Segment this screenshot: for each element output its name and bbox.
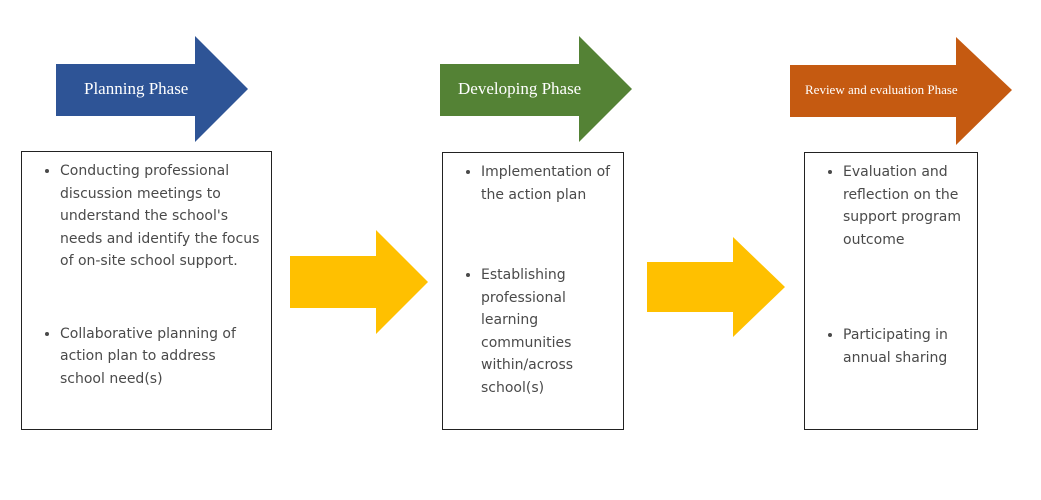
developing-phase-arrow: Developing Phase [440, 36, 632, 144]
review-item-1: Evaluation and reflection on the support… [843, 161, 969, 251]
review-phase-title: Review and evaluation Phase [805, 82, 958, 97]
planning-phase-box: Conducting professional discussion meeti… [21, 151, 272, 430]
planning-phase-title: Planning Phase [84, 79, 189, 98]
developing-phase-list: Implementation of the action plan Establ… [443, 161, 615, 399]
planning-phase-arrow: Planning Phase [56, 36, 248, 144]
review-phase-list: Evaluation and reflection on the support… [805, 161, 969, 369]
developing-phase-arrow-shape [440, 36, 632, 142]
developing-phase-box: Implementation of the action plan Establ… [442, 152, 624, 430]
developing-item-1: Implementation of the action plan [481, 161, 615, 206]
connector-arrow-2-shape [647, 237, 785, 337]
developing-phase-title: Developing Phase [458, 79, 582, 98]
connector-arrow-1-shape [290, 230, 428, 334]
review-phase-box: Evaluation and reflection on the support… [804, 152, 978, 430]
connector-arrow-2 [647, 237, 785, 337]
review-phase-arrow: Review and evaluation Phase [790, 37, 1012, 147]
connector-arrow-1 [290, 230, 428, 334]
planning-phase-list: Conducting professional discussion meeti… [22, 160, 263, 390]
review-phase-arrow-shape [790, 37, 1012, 145]
review-item-2: Participating in annual sharing [843, 324, 969, 369]
planning-item-1: Conducting professional discussion meeti… [60, 160, 263, 273]
developing-item-2: Establishing professional learning commu… [481, 264, 615, 399]
planning-item-2: Collaborative planning of action plan to… [60, 323, 263, 391]
planning-phase-arrow-shape [56, 36, 248, 142]
